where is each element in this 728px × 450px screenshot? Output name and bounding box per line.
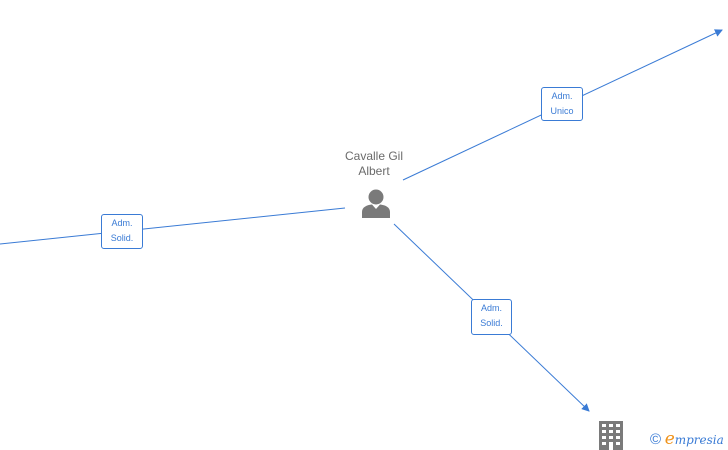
brand-logo-initial: e [664, 429, 675, 449]
person-icon[interactable] [360, 188, 392, 218]
role-label-bottom[interactable]: Adm. Solid. [471, 299, 512, 335]
role-label-top-line1: Adm. [551, 91, 573, 101]
role-label-bottom-line1: Adm. [480, 303, 502, 313]
brand-logo-text: mpresia [674, 433, 724, 447]
role-label-left-line1: Adm. [111, 218, 133, 228]
person-name-line1: Cavalle Gil [344, 149, 404, 163]
edge-left [0, 207, 346, 245]
role-label-left[interactable]: Adm. Solid. [101, 214, 143, 249]
role-label-left-line2: Solid. [110, 233, 134, 243]
role-label-top-line2: Unico [550, 106, 574, 116]
role-label-bottom-line2: Solid. [480, 318, 503, 328]
building-icon[interactable] [599, 421, 623, 450]
copyright-symbol: © [650, 431, 662, 448]
role-label-top[interactable]: Adm. Unico [541, 87, 583, 121]
brand-logo: © empresia [650, 429, 724, 449]
person-name[interactable]: Cavalle Gil Albert [333, 149, 415, 179]
person-name-line2: Albert [358, 164, 390, 178]
